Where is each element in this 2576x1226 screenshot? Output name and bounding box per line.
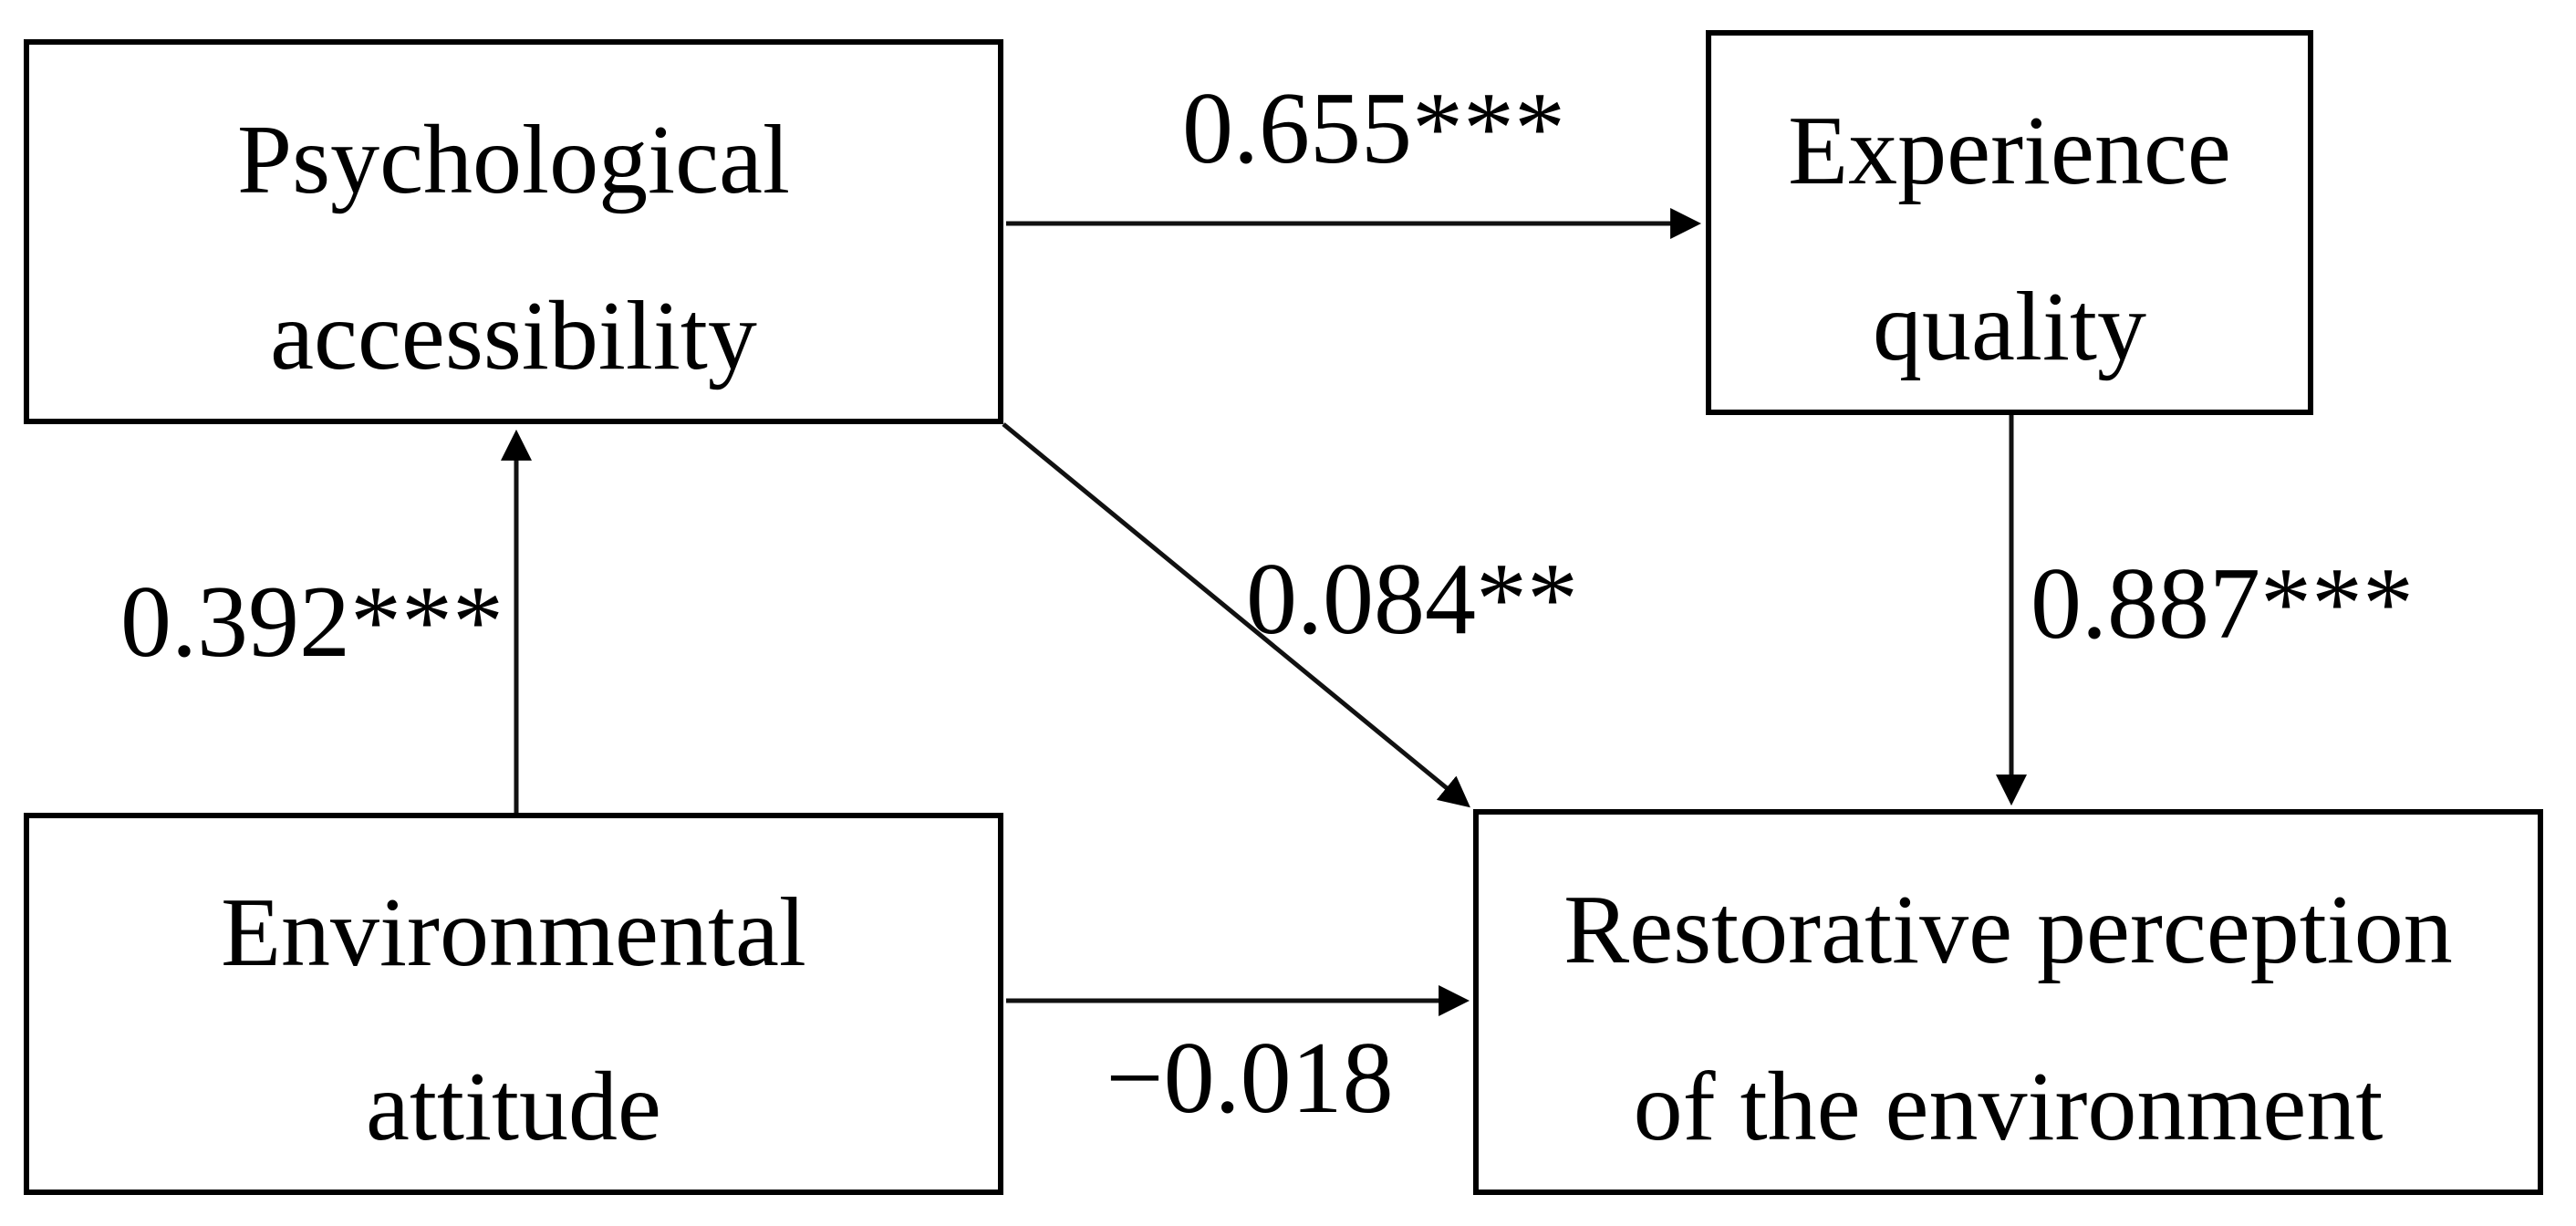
node-experience-quality-line1: Experience (1788, 97, 2231, 206)
coefficient-psychological-to-restorative: 0.084** (1246, 543, 1578, 656)
node-environmental-attitude: Environmental attitude (24, 813, 1003, 1195)
node-environmental-attitude-line1: Environmental (221, 878, 806, 988)
node-psychological-accessibility-line1: Psychological (237, 106, 790, 215)
node-psychological-accessibility-line2: accessibility (270, 281, 757, 390)
node-restorative-perception: Restorative perception of the environmen… (1473, 809, 2543, 1195)
coefficient-environmental-to-restorative: −0.018 (1106, 1022, 1394, 1135)
node-experience-quality: Experience quality (1706, 30, 2313, 415)
coefficient-environmental-to-psychological: 0.392*** (120, 566, 504, 679)
node-restorative-perception-line1: Restorative perception (1563, 876, 2453, 985)
coefficient-experience-to-restorative: 0.887*** (2031, 547, 2414, 660)
node-experience-quality-line2: quality (1873, 272, 2146, 381)
node-environmental-attitude-line2: attitude (366, 1053, 661, 1162)
node-restorative-perception-line2: of the environment (1633, 1052, 2384, 1161)
coefficient-psychological-to-experience: 0.655*** (1182, 72, 1565, 185)
node-psychological-accessibility: Psychological accessibility (24, 39, 1003, 424)
